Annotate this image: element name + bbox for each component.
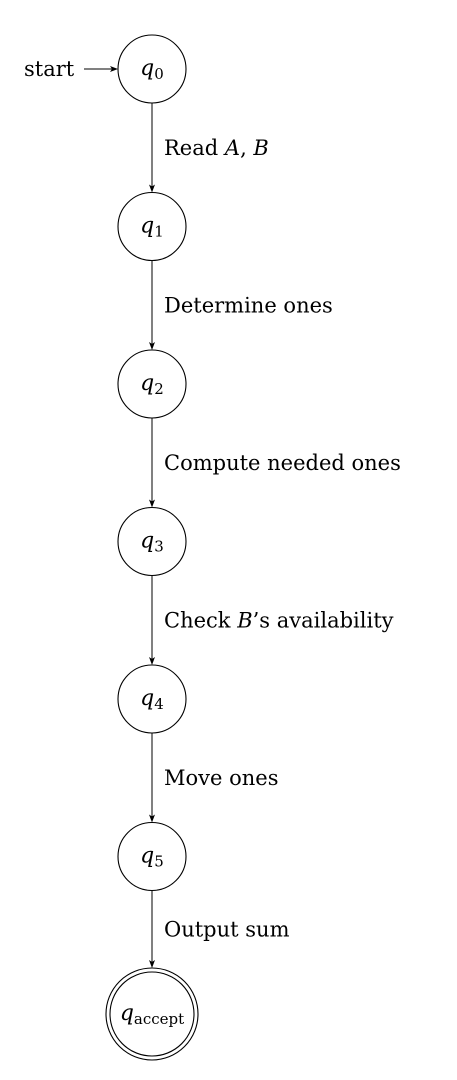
transition-label: Move ones xyxy=(164,766,279,790)
transition-label: Output sum xyxy=(164,917,290,941)
transition-q1-q2: Determine ones xyxy=(149,260,333,350)
transition-q4-q5: Move ones xyxy=(149,733,279,823)
state-circle xyxy=(117,821,187,892)
state-symbol: q xyxy=(120,1001,134,1026)
transition-label: Determine ones xyxy=(164,293,333,317)
state-q2: q2 xyxy=(117,349,187,419)
transition-label: Compute needed ones xyxy=(164,451,401,475)
start-label: start xyxy=(24,57,75,81)
start-marker: start xyxy=(24,57,118,81)
state-subscript: 3 xyxy=(154,538,164,556)
state-symbol: q xyxy=(140,844,154,869)
state-circle xyxy=(117,664,187,734)
transition-label: Check B’s availability xyxy=(164,608,394,632)
transition-label-text: Move ones xyxy=(164,766,279,790)
transition-label-text: , xyxy=(240,136,253,160)
state-label: q5 xyxy=(140,844,164,871)
state-q0: q0 xyxy=(117,34,187,104)
transition-q5-qaccept: Output sum xyxy=(149,890,290,968)
transition-q2-q3: Compute needed ones xyxy=(149,418,401,508)
state-symbol: q xyxy=(140,56,154,81)
transition-label-text: Output sum xyxy=(164,917,290,941)
state-symbol: q xyxy=(140,214,154,239)
state-symbol: q xyxy=(140,371,154,396)
state-label: q4 xyxy=(140,686,164,713)
state-qaccept: qaccept xyxy=(105,967,199,1061)
state-symbol: q xyxy=(140,686,154,711)
state-label: q0 xyxy=(140,56,164,83)
state-subscript: 2 xyxy=(154,380,164,398)
transition-arrow-head xyxy=(149,342,155,350)
state-q4: q4 xyxy=(117,664,187,734)
state-subscript: accept xyxy=(134,1010,184,1028)
accept-state-inner-ring xyxy=(109,971,195,1057)
transition-q3-q4: Check B’s availability xyxy=(149,575,394,665)
state-circle xyxy=(117,506,187,577)
state-label: q1 xyxy=(140,214,164,241)
transition-label: Read A, B xyxy=(164,136,269,160)
transition-label-text: Read xyxy=(164,136,225,160)
transition-label-text: Check xyxy=(164,608,237,632)
transition-label-math: B xyxy=(252,136,268,160)
start-arrow-head xyxy=(110,66,118,72)
state-label: qaccept xyxy=(120,1001,184,1028)
transition-label-math: B xyxy=(236,608,252,632)
state-label: q2 xyxy=(140,371,164,398)
state-q5: q5 xyxy=(117,821,187,892)
transition-label-text: Determine ones xyxy=(164,293,333,317)
state-subscript: 1 xyxy=(154,223,164,241)
transition-q0-q1: Read A, B xyxy=(149,103,269,193)
state-symbol: q xyxy=(140,529,154,554)
transition-arrow-head xyxy=(149,657,155,665)
transition-label-math: A xyxy=(223,136,240,160)
state-circle xyxy=(117,34,187,104)
transition-arrow-head xyxy=(149,960,155,968)
transition-arrow-head xyxy=(149,499,155,508)
state-label: q3 xyxy=(140,529,164,556)
state-circle xyxy=(117,191,187,262)
transition-arrow-head xyxy=(149,814,155,823)
state-subscript: 0 xyxy=(154,65,164,83)
state-q3: q3 xyxy=(117,506,187,577)
transition-label-text: Compute needed ones xyxy=(164,451,401,475)
state-circle xyxy=(117,349,187,419)
state-subscript: 4 xyxy=(154,695,164,713)
transition-arrow-head xyxy=(149,184,155,193)
transition-label-text: ’s availability xyxy=(253,608,394,632)
state-q1: q1 xyxy=(117,191,187,262)
state-subscript: 5 xyxy=(154,853,164,871)
